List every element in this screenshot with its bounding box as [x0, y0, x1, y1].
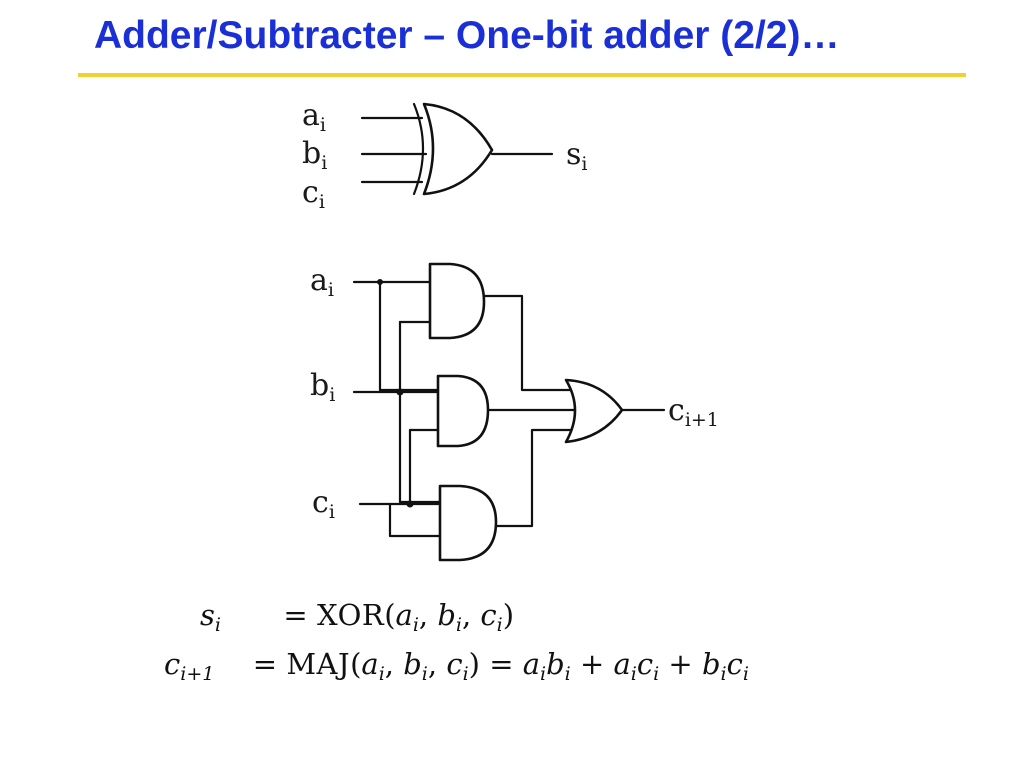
eq2-arg-a-sub: i — [378, 663, 385, 685]
term3-c-sub: i — [742, 663, 749, 685]
eq1-lhs-sub: i — [214, 614, 221, 636]
xor-gate-body — [422, 102, 494, 196]
eq2-arg-c-sub: i — [462, 663, 469, 685]
xor-gate-section: ai bi ci si — [302, 98, 587, 213]
plus-2: + — [668, 647, 693, 681]
xor-back-curve — [412, 102, 425, 196]
junction-c — [406, 500, 414, 508]
eq2-lhs-sub: i+1 — [180, 663, 215, 685]
xor-input-b-label: bi — [302, 136, 327, 174]
term3-c: c — [726, 647, 743, 681]
term3-b-sub: i — [720, 663, 727, 685]
eq1-arg-b: b — [437, 598, 456, 632]
eq2-function: MAJ — [286, 647, 351, 681]
junction-b — [396, 388, 404, 396]
eq2-equals-2: = — [489, 647, 514, 681]
eq1-arg-c: c — [480, 598, 497, 632]
eq2-arg-b-sub: i — [421, 663, 428, 685]
junction-a — [377, 279, 383, 285]
eq1-equals: = — [283, 598, 308, 632]
and-gate-3 — [438, 484, 498, 562]
majority-circuit-section: ai bi ci — [310, 262, 719, 562]
eq1-arg-b-sub: i — [455, 614, 462, 636]
and-gate-1 — [428, 262, 486, 340]
term2-c-sub: i — [653, 663, 660, 685]
wire-and1-to-or — [482, 294, 576, 392]
term2-c: c — [636, 647, 654, 681]
term1-b: b — [546, 647, 565, 681]
xor-input-c-label: ci — [302, 175, 325, 213]
eq2-equals: = — [252, 647, 278, 681]
full-adder-diagram: ai bi ci si ai bi ci — [290, 90, 760, 570]
term2-a-sub: i — [630, 663, 637, 685]
eq1-arg-a: a — [395, 598, 413, 632]
eq1-arg-a-sub: i — [412, 614, 419, 636]
term1-b-sub: i — [564, 663, 571, 685]
equation-sum: si = XOR(ai, bi, ci) — [200, 598, 515, 636]
title-underline — [78, 73, 966, 77]
term2-a: a — [613, 647, 631, 681]
xor-input-a-label: ai — [302, 98, 326, 136]
plus-1: + — [579, 647, 605, 681]
eq1-lhs: s — [200, 598, 215, 632]
wire-c-to-and3 — [388, 502, 442, 538]
maj-output-label: ci+1 — [668, 393, 719, 431]
circuit-svg: ai bi ci si ai bi ci — [302, 98, 719, 562]
term3-b: b — [701, 647, 721, 681]
eq1-function: XOR — [316, 598, 385, 632]
maj-input-b-label: bi — [310, 368, 335, 406]
and-gate-2 — [436, 374, 490, 448]
maj-input-a-label: ai — [310, 263, 334, 301]
maj-input-c-label: ci — [312, 485, 335, 523]
eq2-arg-a: a — [361, 647, 379, 681]
term1-a: a — [522, 647, 541, 681]
xor-output-label: si — [566, 137, 587, 175]
equation-carry: ci+1 = MAJ(ai, bi, ci) = aibi + aici + b… — [164, 647, 749, 685]
or-gate — [564, 378, 624, 444]
eq1-arg-c-sub: i — [496, 614, 503, 636]
eq2-arg-b: b — [403, 647, 422, 681]
eq2-lhs: c — [164, 647, 181, 681]
slide-title: Adder/Subtracter – One-bit adder (2/2)… — [94, 14, 840, 57]
term1-a-sub: i — [540, 663, 547, 685]
eq2-arg-c: c — [446, 647, 463, 681]
wire-and3-to-or — [494, 428, 576, 528]
